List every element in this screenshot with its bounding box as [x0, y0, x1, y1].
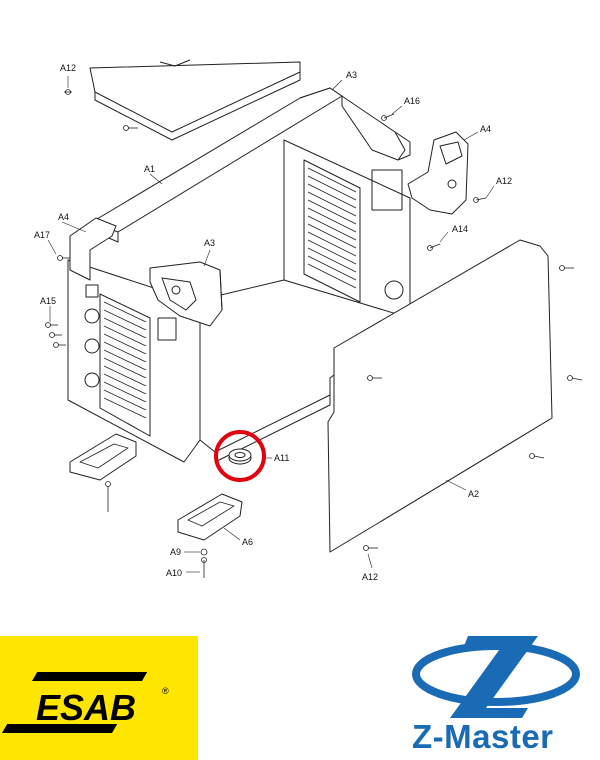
label-a14: A14 — [452, 224, 468, 234]
label-a12-top: A12 — [60, 63, 76, 73]
label-a2: A2 — [468, 489, 479, 499]
screws — [45, 89, 583, 578]
label-a17: A17 — [34, 230, 50, 240]
esab-logo: ESAB ® — [0, 636, 198, 760]
label-a9: A9 — [170, 547, 181, 557]
label-a6: A6 — [242, 537, 253, 547]
rear-handle-corner — [407, 131, 469, 215]
esab-wordmark: ESAB — [36, 687, 136, 728]
rear-wall — [283, 139, 411, 331]
label-a4-right: A4 — [480, 124, 491, 134]
label-a10: A10 — [166, 568, 182, 578]
leader-lines — [47, 76, 495, 573]
zmaster-logo-mark — [412, 636, 580, 718]
label-a1: A1 — [144, 164, 155, 174]
highlight-circle — [214, 430, 266, 482]
part-labels: A12 A3 A16 A4 A1 A12 A4 A14 A17 A3 A15 A… — [34, 63, 512, 582]
zmaster-wordmark: Z-Master — [412, 718, 554, 755]
esab-registered-mark: ® — [162, 686, 169, 696]
label-a11: A11 — [274, 453, 289, 463]
label-a15: A15 — [40, 296, 56, 306]
front-panel — [67, 259, 201, 463]
label-a3-front: A3 — [204, 238, 215, 248]
label-a12-right: A12 — [496, 176, 512, 186]
foot-front — [177, 493, 243, 541]
label-a3-top: A3 — [346, 70, 357, 80]
label-a12-bottom: A12 — [362, 572, 378, 582]
foot-left — [69, 433, 137, 481]
label-a4-left: A4 — [58, 212, 69, 222]
grommet — [228, 448, 252, 465]
front-handle-corners — [69, 217, 223, 327]
side-panel — [327, 239, 553, 553]
top-cover-panel — [89, 59, 301, 141]
label-a16: A16 — [404, 96, 420, 106]
